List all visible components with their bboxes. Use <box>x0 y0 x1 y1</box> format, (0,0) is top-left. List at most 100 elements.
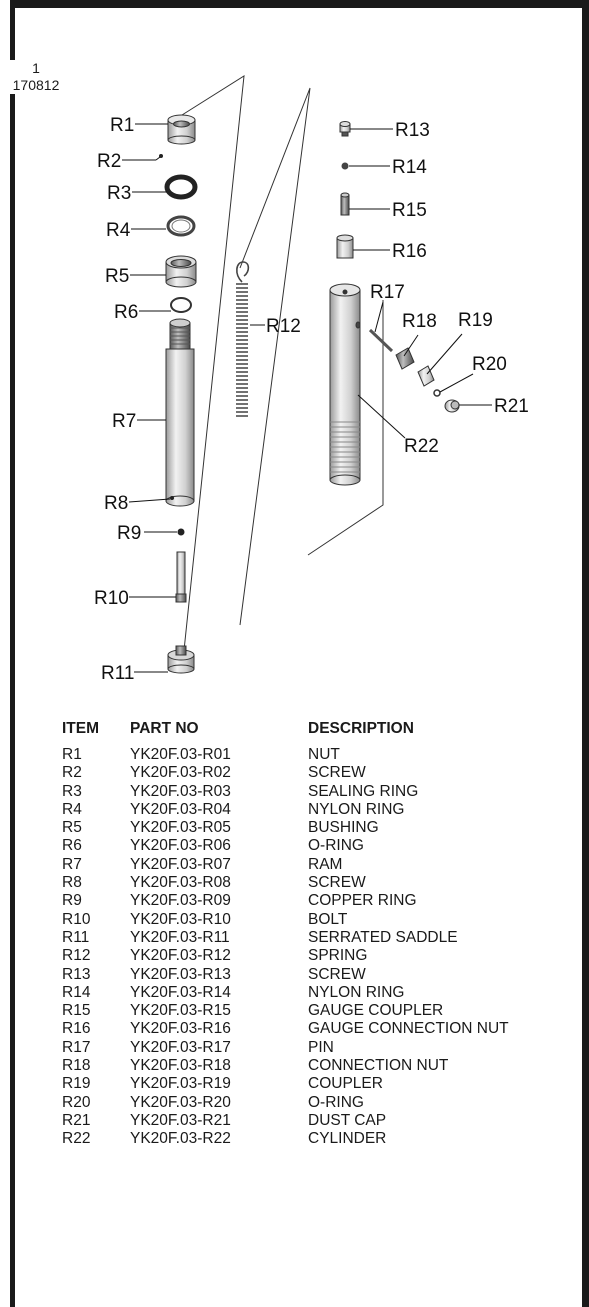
row-item: R16 <box>62 1020 91 1038</box>
row-part-no: YK20F.03-R04 <box>130 800 231 818</box>
part-o-ring-left <box>170 297 192 313</box>
part-dust-cap <box>444 399 460 413</box>
row-part-no: YK20F.03-R11 <box>130 928 230 946</box>
row-description: SCREW <box>308 965 366 983</box>
part-nut <box>167 114 196 145</box>
table-header: ITEM PART NO DESCRIPTION <box>62 720 582 742</box>
row-item: R6 <box>62 837 82 855</box>
row-part-no: YK20F.03-R09 <box>130 892 231 910</box>
row-description: RAM <box>308 855 343 873</box>
part-bushing <box>165 255 197 288</box>
callout-r2: R2 <box>97 151 121 172</box>
row-part-no: YK20F.03-R18 <box>130 1057 231 1075</box>
row-description: GAUGE CONNECTION NUT <box>308 1020 509 1038</box>
row-item: R8 <box>62 874 82 892</box>
exploded-parts-diagram: R1 R2 R3 R4 R5 R6 R7 R8 R9 R10 R11 R12 R… <box>94 75 529 684</box>
part-screw-r8 <box>170 496 174 500</box>
row-description: SEALING RING <box>308 782 419 800</box>
row-part-no: YK20F.03-R10 <box>130 910 231 928</box>
part-o-ring-r20 <box>433 389 441 397</box>
leader-lines <box>122 123 492 673</box>
header-description: DESCRIPTION <box>308 720 414 737</box>
part-pin <box>368 328 394 353</box>
callout-labels: R1 R2 R3 R4 R5 R6 R7 R8 R9 R10 R11 R12 R… <box>94 115 529 684</box>
row-part-no: YK20F.03-R02 <box>130 764 231 782</box>
callout-r4: R4 <box>106 220 131 241</box>
callout-r1: R1 <box>110 115 134 136</box>
row-description: COUPLER <box>308 1075 383 1093</box>
row-part-no: YK20F.03-R21 <box>130 1111 231 1129</box>
part-cylinder <box>329 283 361 486</box>
part-gauge-connection-nut <box>336 234 354 259</box>
row-description: PIN <box>308 1038 334 1056</box>
row-part-no: YK20F.03-R15 <box>130 1002 231 1020</box>
row-item: R11 <box>62 928 90 946</box>
callout-r16: R16 <box>392 241 427 262</box>
row-item: R21 <box>62 1111 91 1129</box>
row-item: R13 <box>62 965 91 983</box>
part-copper-ring <box>177 528 185 536</box>
row-description: COPPER RING <box>308 892 417 910</box>
callout-r6: R6 <box>114 302 138 323</box>
callout-r12: R12 <box>266 316 301 337</box>
callout-r11: R11 <box>101 663 134 684</box>
row-description: SPRING <box>308 947 368 965</box>
part-serrated-saddle <box>167 645 195 674</box>
row-part-no: YK20F.03-R13 <box>130 965 231 983</box>
callout-r10: R10 <box>94 588 129 609</box>
row-item: R10 <box>62 910 91 928</box>
callout-r19: R19 <box>458 310 493 331</box>
row-description: O-RING <box>308 837 364 855</box>
row-description: BUSHING <box>308 819 379 837</box>
callout-r18: R18 <box>402 311 437 332</box>
assembly-guide-lines <box>181 75 384 661</box>
row-description: NUT <box>308 746 340 763</box>
frame-left-border <box>10 0 15 1307</box>
row-description: SCREW <box>308 874 366 892</box>
row-item: R20 <box>62 1093 91 1111</box>
row-part-no: YK20F.03-R14 <box>130 983 231 1001</box>
callout-r22: R22 <box>404 436 439 457</box>
callout-r21: R21 <box>494 396 529 417</box>
row-description: O-RING <box>308 1093 364 1111</box>
row-item: R19 <box>62 1075 91 1093</box>
callout-r20: R20 <box>472 354 507 375</box>
part-spring <box>236 261 250 417</box>
row-part-no: YK20F.03-R16 <box>130 1020 231 1038</box>
row-part-no: YK20F.03-R01 <box>130 746 231 763</box>
row-description: NYLON RING <box>308 800 405 818</box>
row-item: R18 <box>62 1057 91 1075</box>
callout-r3: R3 <box>107 183 131 204</box>
callout-r13: R13 <box>395 120 430 141</box>
page-reference-line1: 1 <box>32 60 40 76</box>
part-bolt <box>175 551 187 603</box>
row-description: BOLT <box>308 910 348 928</box>
callout-r17: R17 <box>370 282 405 303</box>
part-gauge-coupler <box>340 192 350 216</box>
part-nylon-ring-r14 <box>341 162 349 170</box>
table-row: R16 YK20F.03-R16 GAUGE CONNECTION NUT <box>62 1020 582 1038</box>
row-item: R22 <box>62 1130 91 1148</box>
row-item: R15 <box>62 1002 91 1020</box>
header-item: ITEM <box>62 720 100 737</box>
page-reference-line2: 170812 <box>12 77 60 93</box>
callout-r15: R15 <box>392 200 427 221</box>
part-sealing-ring <box>164 174 198 200</box>
row-item: R3 <box>62 782 82 800</box>
row-item: R5 <box>62 819 82 837</box>
callout-r5: R5 <box>105 266 129 287</box>
